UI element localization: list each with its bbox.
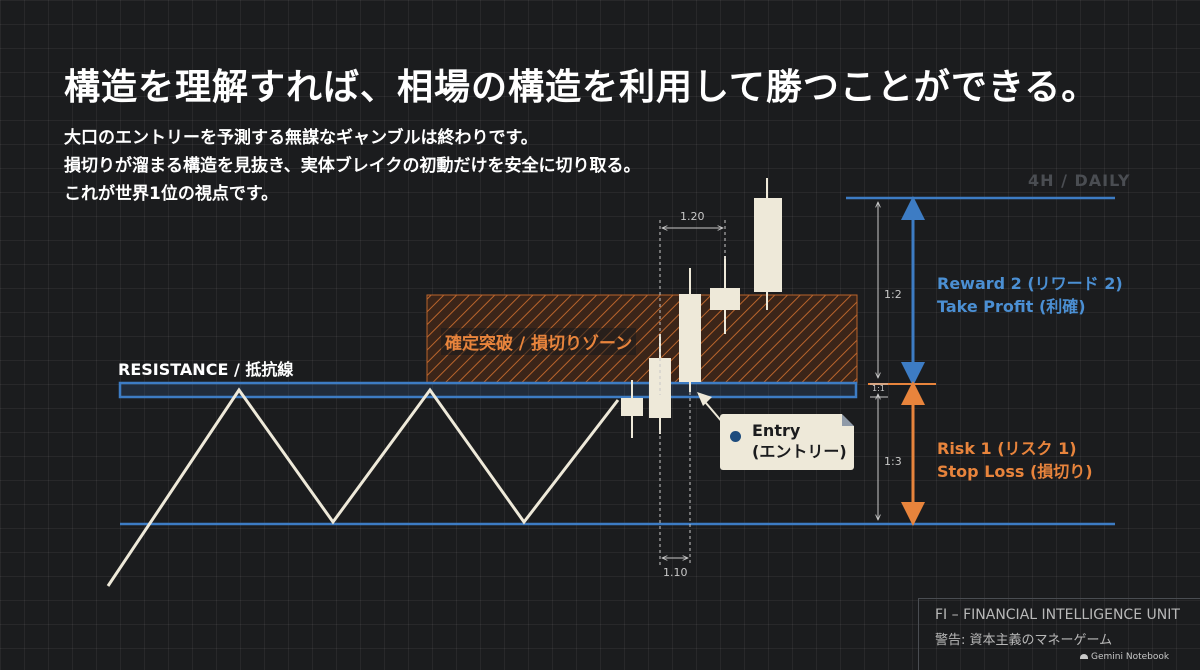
- subtitle-line-1: 大口のエントリーを予測する無謀なギャンブルは終わりです。: [64, 128, 538, 148]
- ratio-markers: [870, 202, 888, 520]
- page-title: 構造を理解すれば、相場の構造を利用して勝つことができる。: [64, 67, 1099, 108]
- subtitle: 大口のエントリーを予測する無謀なギャンブルは終わりです。 損切りが溜まる構造を見…: [64, 124, 640, 208]
- width-label-top: 1.20: [680, 210, 705, 223]
- reward-label: Reward 2 (リワード 2) Take Profit (利確): [937, 272, 1123, 318]
- reward-sub: Take Profit (利確): [937, 297, 1086, 316]
- entry-callout: Entry (エントリー): [720, 414, 854, 470]
- footer-unit: FI – FINANCIAL INTELLIGENCE UNIT: [935, 607, 1180, 623]
- width-label-bottom: 1.10: [663, 566, 688, 579]
- risk-title: Risk 1 (リスク 1): [937, 439, 1077, 458]
- candle-3: [679, 268, 701, 392]
- candle-1: [621, 380, 643, 438]
- zone-label: 確定突破 / 損切りゾーン: [441, 328, 637, 355]
- resistance-band: [118, 381, 858, 399]
- resistance-label: RESISTANCE / 抵抗線: [118, 360, 294, 379]
- ratio-label-top: 1:2: [884, 288, 902, 301]
- risk-label: Risk 1 (リスク 1) Stop Loss (損切り): [937, 437, 1093, 483]
- gemini-notebook-icon: [1080, 654, 1088, 659]
- price-path: [106, 387, 620, 587]
- ratio-label-bottom: 1:3: [884, 455, 902, 468]
- page-fold-icon: [842, 414, 854, 426]
- footer-box: FI – FINANCIAL INTELLIGENCE UNIT 警告: 資本主…: [918, 598, 1200, 670]
- subtitle-line-3: これが世界1位の視点です。: [64, 184, 279, 204]
- candle-4: [710, 256, 740, 334]
- footer-warning: 警告: 資本主義のマネーゲーム: [935, 633, 1113, 648]
- reward-title: Reward 2 (リワード 2): [937, 274, 1123, 293]
- candle-5: [754, 178, 782, 310]
- timeframe-label: 4H / DAILY: [1028, 171, 1131, 190]
- subtitle-line-2: 損切りが溜まる構造を見抜き、実体ブレイクの初動だけを安全に切り取る。: [64, 156, 641, 176]
- entry-title: Entry: [752, 421, 801, 440]
- brand-name: Gemini Notebook: [1091, 652, 1170, 662]
- entry-dot-icon: [730, 431, 741, 442]
- entry-sub: (エントリー): [752, 442, 847, 461]
- ratio-label-mid: 1:1: [872, 384, 885, 393]
- risk-sub: Stop Loss (損切り): [937, 462, 1093, 481]
- width-marker-bottom: [659, 392, 691, 566]
- width-marker-top: [659, 220, 726, 395]
- brand: Gemini Notebook: [1080, 652, 1169, 662]
